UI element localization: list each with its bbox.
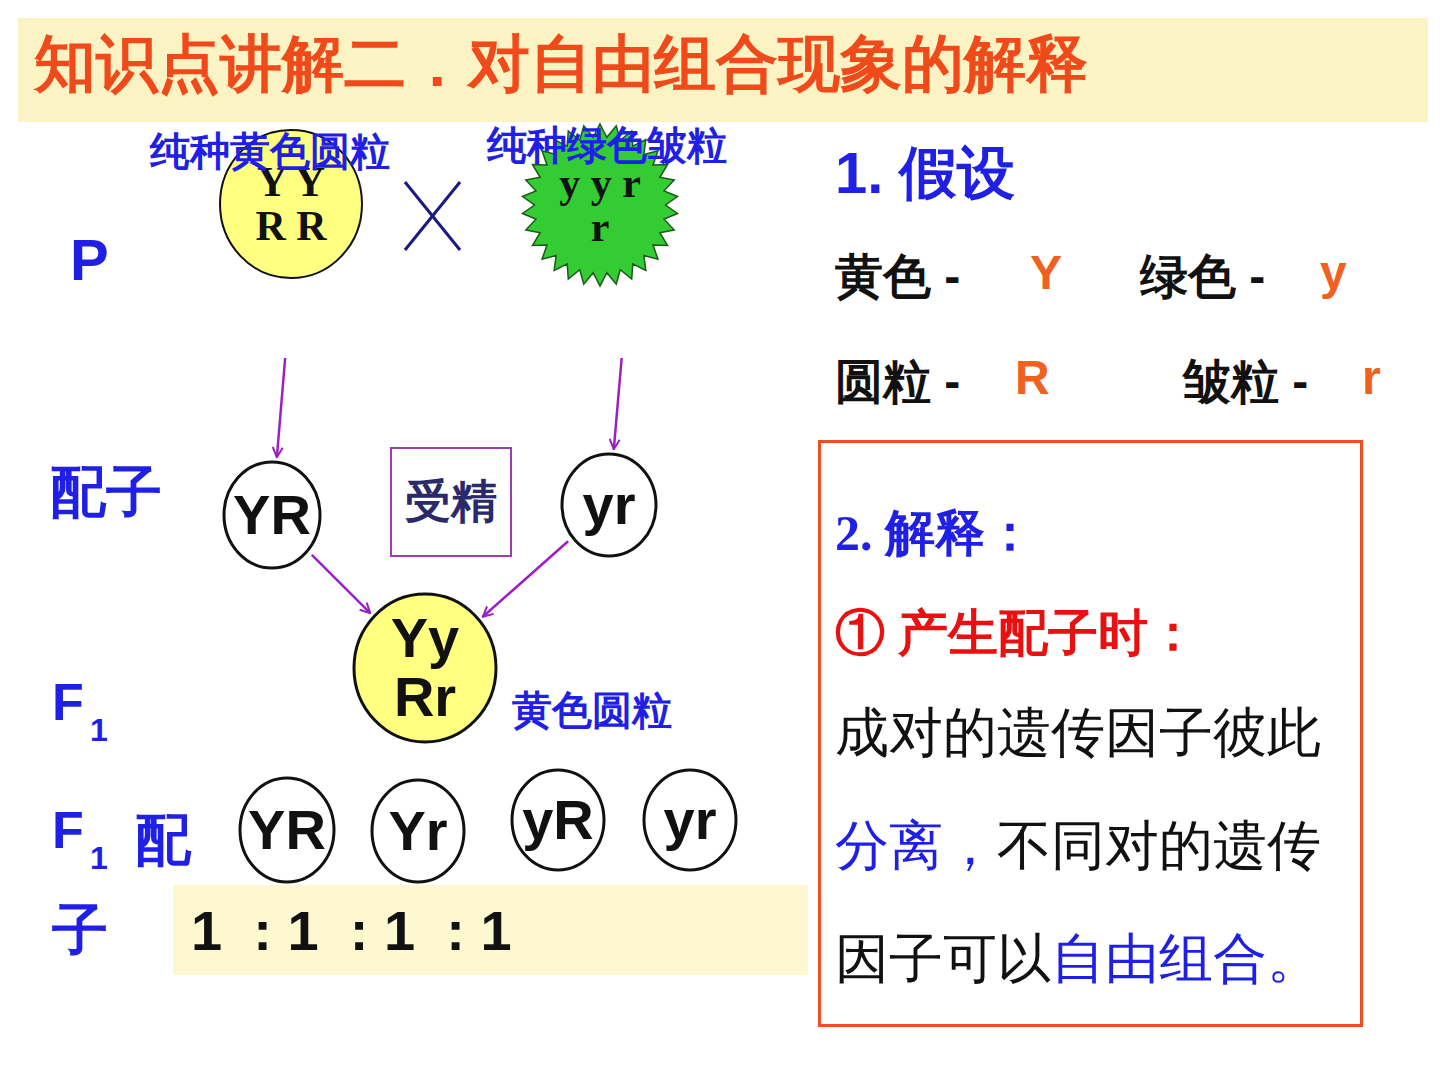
node-shape: Y Y R R纯种黄色圆粒 bbox=[150, 128, 440, 354]
slide-title: 知识点讲解二．对自由组合现象的解释 bbox=[34, 22, 1088, 106]
cross-symbol bbox=[405, 182, 460, 250]
node-text: Yy Rr bbox=[375, 609, 475, 727]
genotype-text: Y Y R R bbox=[246, 160, 336, 248]
text-label: 圆粒 - bbox=[835, 350, 960, 414]
text-label: r bbox=[1362, 350, 1381, 405]
text-label: 1 bbox=[90, 712, 108, 749]
node-caption: 纯种黄色圆粒 bbox=[150, 124, 440, 179]
text-label: 1. 假设 bbox=[835, 135, 1016, 213]
text-box: 受精 bbox=[390, 447, 512, 557]
text-label: P bbox=[70, 226, 109, 293]
arrow-connector bbox=[312, 555, 370, 613]
text-label: 配子 bbox=[50, 455, 162, 531]
arrow-connector bbox=[614, 358, 622, 449]
node-shape: y y r r纯种绿色皱粒 bbox=[487, 122, 777, 354]
explanation-text: 成对的遗传因子彼此 bbox=[835, 703, 1321, 763]
text-label: 绿色 - bbox=[1140, 245, 1265, 309]
genotype-text: y y r r bbox=[555, 161, 645, 249]
node-text: yr bbox=[664, 791, 717, 850]
node-shape: yr bbox=[560, 452, 658, 558]
text-label: 黄色 - bbox=[835, 245, 960, 309]
text-label: 黄色圆粒 bbox=[512, 683, 672, 738]
text-label: 皱粒 - bbox=[1183, 350, 1308, 414]
node-text: 受精 bbox=[405, 478, 497, 526]
node-text: Yr bbox=[388, 802, 447, 861]
node-text: 1 : 1 : 1 : 1 bbox=[191, 898, 512, 963]
node-text: YR bbox=[233, 486, 311, 545]
text-label: R bbox=[1015, 350, 1050, 405]
node-shape: yr bbox=[642, 768, 738, 872]
title-band bbox=[18, 18, 1428, 122]
explanation-text: 自由组合。 bbox=[1051, 929, 1321, 989]
node-text: yR bbox=[522, 791, 594, 850]
text-label: F bbox=[52, 800, 84, 860]
paragraph: 成对的遗传因子彼此分离，不同对的遗传因子可以自由组合。 bbox=[835, 683, 1346, 1022]
explanation-text: 分离， bbox=[835, 816, 997, 876]
text-label: 1 bbox=[90, 840, 108, 877]
text-box: 1 : 1 : 1 : 1 bbox=[173, 885, 808, 975]
cross-symbol bbox=[405, 182, 460, 250]
node-shape: Yy Rr bbox=[352, 592, 498, 744]
arrow-connector bbox=[277, 358, 285, 457]
node-shape: YR bbox=[222, 460, 322, 570]
node-shape: yR bbox=[510, 768, 606, 872]
node-text: yr bbox=[583, 476, 636, 535]
explanation-text: 2. 解释： bbox=[835, 483, 1346, 583]
node-shape: YR bbox=[238, 776, 336, 884]
text-box: 2. 解释：① 产生配子时：成对的遗传因子彼此分离，不同对的遗传因子可以自由组合… bbox=[818, 440, 1363, 1027]
explanation-text: ① 产生配子时： bbox=[835, 583, 1346, 683]
text-label: F bbox=[52, 672, 84, 732]
text-label: y bbox=[1320, 245, 1347, 300]
node-caption: 纯种绿色皱粒 bbox=[487, 118, 777, 173]
node-text: YR bbox=[248, 801, 326, 860]
text-label: Y bbox=[1030, 245, 1062, 300]
node-shape: Yr bbox=[370, 778, 466, 884]
